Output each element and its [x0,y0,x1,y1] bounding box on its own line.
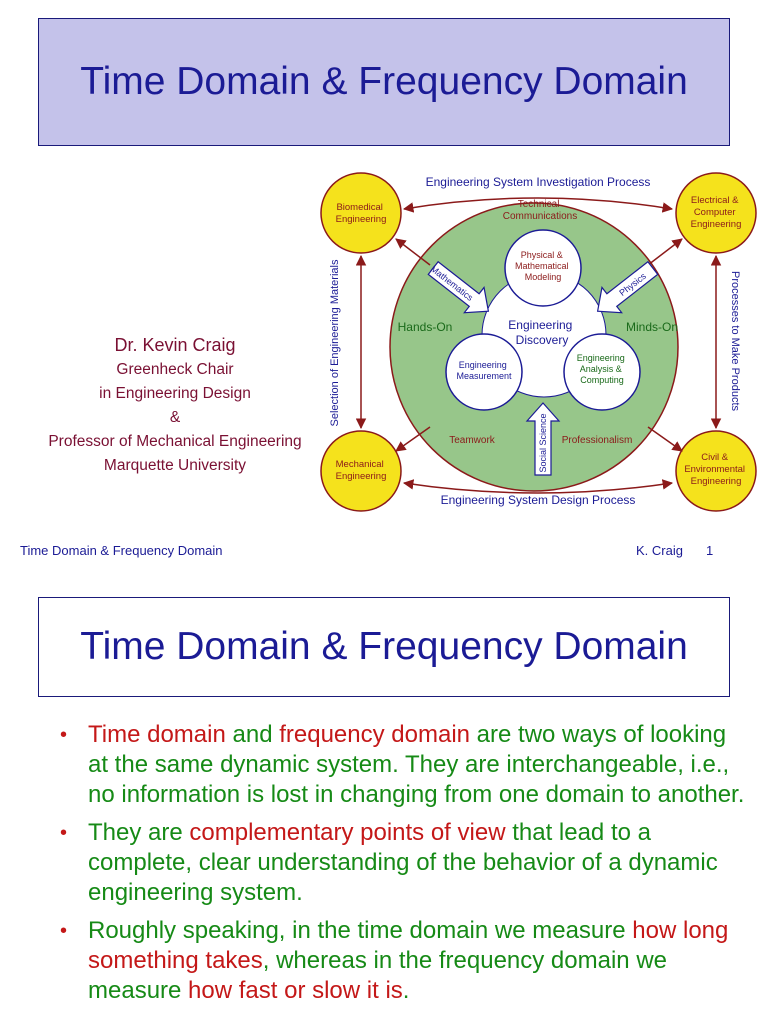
physical-modeling-circle [504,229,582,307]
author-name: Dr. Kevin Craig [114,335,236,355]
author-line1: Greenheck Chair [116,361,234,378]
corner-bl-circle [320,430,402,512]
arrow-top [402,197,674,213]
professionalism-label: Professionalism [562,435,633,446]
bullet-2: • They are complementary points of view … [60,819,718,906]
arrow-diag-bl [395,426,431,452]
arrow-bottom [402,479,674,494]
page-number: 1 [706,543,714,558]
hands-on-label: Hands-On [398,320,453,334]
bullet-dot: • [60,920,68,942]
author-line3: & [169,409,181,426]
bullet-dot: • [60,822,68,844]
engineering-discovery-diagram: Mathematics Physics Social Science Engin… [320,172,757,512]
slide2-title: Time Domain & Frequency Domain [80,625,688,668]
corner-bl-label: Mechanical Engineering [336,459,387,482]
bullet-dot: • [60,724,68,746]
author-line2: in Engineering Design [99,385,251,402]
measurement-circle [445,333,523,411]
bullet-3: • Roughly speaking, in the time domain w… [60,917,729,1004]
corner-br-label: Civil & Environmental Engineering [684,452,747,487]
slide1-title-box: Time Domain & Frequency Domain [38,18,730,146]
right-process-label: Processes to Make Products [729,271,741,412]
teamwork-label: Teamwork [449,435,496,446]
footer-author: K. Craig [636,543,683,558]
technical-communications-label: Technical Communications [503,199,577,222]
corner-tl-circle [320,172,402,254]
bullet-list: • Time domain and frequency domain are t… [60,720,750,1014]
bullet-1: • Time domain and frequency domain are t… [60,721,745,808]
arrow-diag-tr [647,238,683,266]
social-science-label: Social Science [538,413,548,472]
slide1-title: Time Domain & Frequency Domain [80,60,688,103]
top-process-label: Engineering System Investigation Process [426,175,651,189]
arrow-diag-tl [395,238,431,266]
bottom-process-label: Engineering System Design Process [441,493,636,507]
footer-left: Time Domain & Frequency Domain [20,543,223,558]
left-process-label: Selection of Engineering Materials [329,259,341,426]
engineering-discovery-label: Engineering Discovery [508,318,575,347]
social-science-block-arrow: Social Science [525,402,561,476]
measurement-label: Engineering Measurement [456,360,512,381]
analysis-circle [563,333,641,411]
arrow-diag-br [647,426,683,452]
physical-modeling-label: Physical & Mathematical Modeling [515,250,571,282]
slide2-title-box: Time Domain & Frequency Domain [38,597,730,697]
minds-on-label: Minds-On [626,320,678,334]
corner-tr-label: Electrical & Computer Engineering [691,195,742,230]
analysis-label: Engineering Analysis & Computing [577,353,628,385]
author-line5: Marquette University [103,457,247,474]
corner-tl-label: Biomedical Engineering [336,202,387,225]
author-block: Dr. Kevin Craig Greenheck Chair in Engin… [10,332,340,478]
author-line4: Professor of Mechanical Engineering [48,433,302,450]
corner-br-circle [675,430,757,512]
corner-tr-circle [675,172,757,254]
